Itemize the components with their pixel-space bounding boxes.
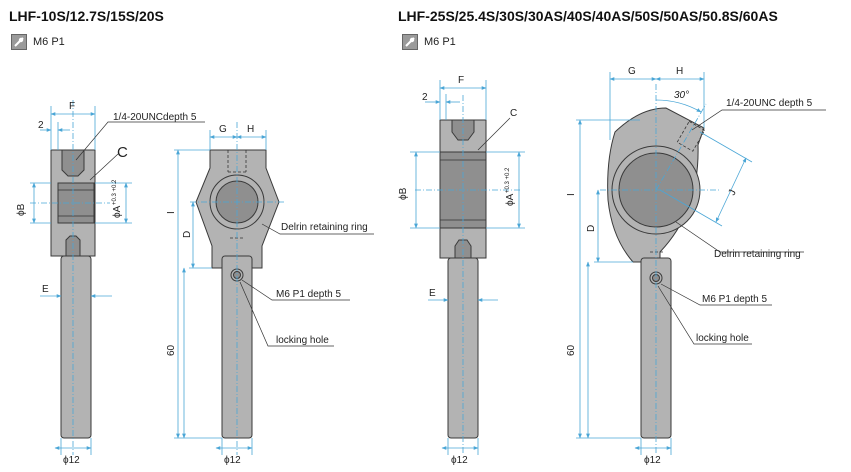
left-label-H: H: [247, 124, 254, 135]
right-label-I: I: [566, 193, 577, 196]
left-label-G: G: [219, 124, 227, 135]
left-spec: M6 P1: [11, 34, 65, 50]
right-label-delrin: Delrin retaining ring: [714, 249, 801, 260]
left-labels: F 2 1/4-20UNCdepth 5 C ϕB ϕA +0.3 +0.2 E…: [16, 101, 368, 466]
left-front-view: [174, 122, 374, 455]
left-label-F: F: [69, 101, 75, 112]
right-label-tolerance: +0.3 +0.2: [505, 167, 511, 193]
left-title: LHF-10S/12.7S/15S/20S: [9, 8, 164, 24]
right-label-E: E: [429, 288, 436, 299]
left-label-m6: M6 P1 depth 5: [276, 289, 341, 300]
right-label-phiA: ϕA: [505, 193, 516, 206]
right-spec-text: M6 P1: [424, 36, 456, 48]
left-label-locking: locking hole: [276, 335, 329, 346]
left-label-phiA: ϕA: [112, 205, 123, 218]
tap-icon: [11, 34, 27, 50]
left-label-2: 2: [38, 120, 44, 131]
left-label-phi12-front: ϕ12: [224, 455, 241, 466]
left-side-post: [60, 255, 92, 439]
left-label-phiB: ϕB: [16, 203, 27, 216]
right-label-C: C: [510, 108, 517, 119]
tap-icon: [402, 34, 418, 50]
left-label-C: C: [117, 144, 128, 161]
left-label-60: 60: [166, 344, 177, 356]
left-label-phi12-side: ϕ12: [63, 455, 80, 466]
right-label-G: G: [628, 66, 636, 77]
right-label-F: F: [458, 75, 464, 86]
left-label-thread: 1/4-20UNCdepth 5: [113, 112, 197, 123]
right-label-H: H: [676, 66, 683, 77]
right-label-angle: 30°: [674, 90, 689, 101]
left-label-tolerance: +0.3 +0.2: [112, 179, 118, 205]
left-spec-text: M6 P1: [33, 36, 65, 48]
left-label-E: E: [42, 284, 49, 295]
right-front-view: [576, 72, 826, 455]
right-label-2: 2: [422, 92, 428, 103]
left-label-I: I: [166, 211, 177, 214]
left-label-delrin: Delrin retaining ring: [281, 222, 368, 233]
right-spec: M6 P1: [402, 34, 456, 50]
right-label-thread: 1/4-20UNC depth 5: [726, 98, 813, 109]
right-title: LHF-25S/25.4S/30S/30AS/40S/40AS/50S/50AS…: [398, 8, 778, 24]
right-label-J: J: [727, 188, 739, 197]
right-side-view: [410, 80, 525, 455]
right-label-phi12-side: ϕ12: [451, 455, 468, 466]
left-label-D: D: [182, 231, 193, 238]
right-label-D: D: [586, 225, 597, 232]
right-label-phiB: ϕB: [398, 187, 409, 200]
right-label-locking: locking hole: [696, 333, 749, 344]
right-label-60: 60: [566, 344, 577, 356]
right-label-m6: M6 P1 depth 5: [702, 294, 767, 305]
left-side-view: [30, 100, 205, 455]
right-label-phi12-front: ϕ12: [644, 455, 661, 466]
right-labels: F 2 C ϕB ϕA +0.3 +0.2 E G H 30° 1/4-20UN…: [398, 66, 813, 466]
